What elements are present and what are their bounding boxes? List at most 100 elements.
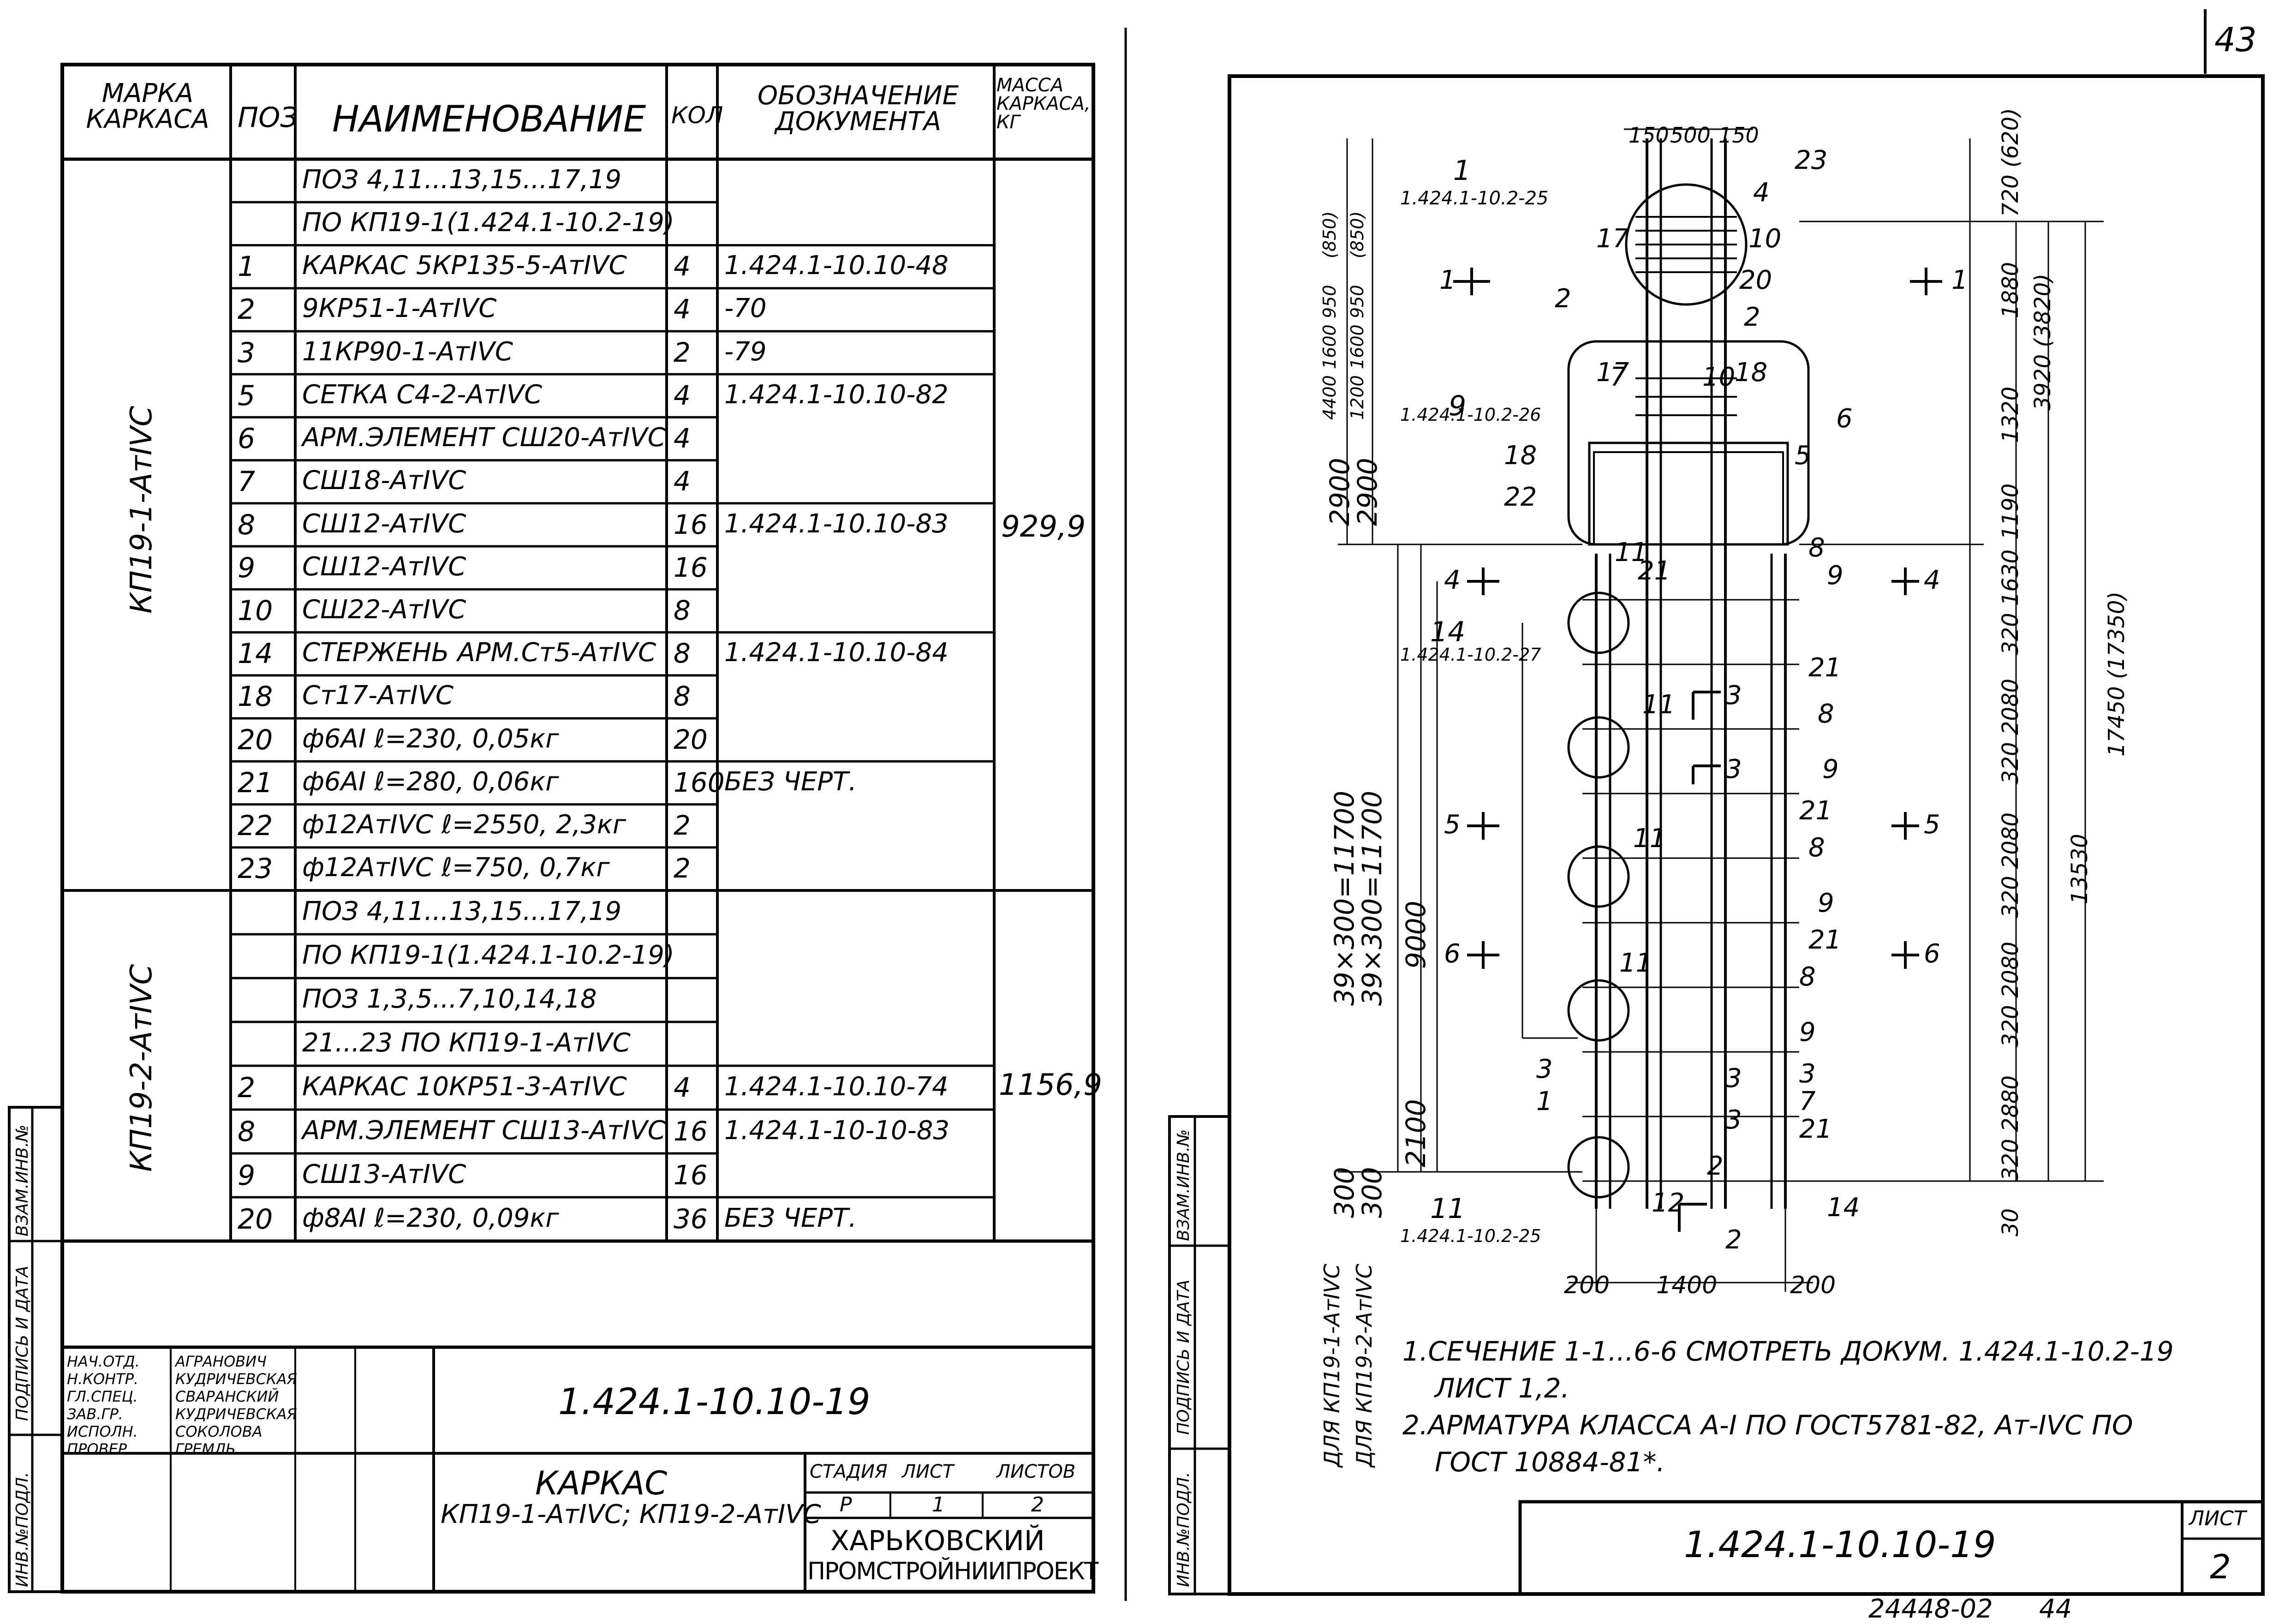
mark-label-2: ДЛЯ КП19-2-АтIVС [1352, 1264, 1377, 1467]
right-dim-label: 1190 [1998, 483, 2023, 540]
position-label: 12 [1652, 1188, 1685, 1218]
spec-row-pos: 10 [238, 594, 273, 627]
group-mass-2: 1156,9 [999, 1068, 1102, 1102]
group-mass-1: 929,9 [1001, 510, 1086, 544]
left-dim-label: 39×300=11700 [1329, 790, 1360, 1006]
left-top-dim-label: 1600 [1347, 324, 1367, 369]
header-name: НАИМЕНОВАНИЕ [332, 99, 646, 140]
position-label: 21 [1638, 556, 1671, 586]
position-label: 10 [1748, 224, 1782, 254]
position-label: 10 [1702, 362, 1736, 392]
left-title-2: КП19-1-АтIVС; КП19-2-АтIVС [441, 1499, 821, 1529]
reinforcement-drawing [1338, 128, 2104, 1292]
spec-row-name: ПО КП19-1(1.424.1-10.2-19) [302, 207, 674, 238]
top-dim-1: 150 [1629, 123, 1669, 148]
position-label: 4 [1753, 178, 1770, 208]
section-label: 4 [1444, 565, 1461, 595]
right-dim-label: 3920 (3820) [2030, 273, 2056, 411]
spec-row-doc: 1.424.1-10-10-83 [724, 1115, 950, 1146]
right-dim-label: 1880 [1998, 262, 2023, 318]
org-line-2: ПРОМСТРОЙНИИПРОЕКТ [807, 1558, 1098, 1585]
position-label: 5 [1795, 441, 1811, 471]
spec-row-pos: 20 [238, 723, 273, 756]
sheets-label: ЛИСТОВ [996, 1461, 1076, 1482]
bottom-dim-1: 200 [1564, 1272, 1610, 1299]
section-label: 6 [1924, 939, 1940, 969]
position-label: 8 [1818, 699, 1834, 729]
spec-row-name: ф6АI ℓ=280, 0,06кг [302, 766, 559, 797]
ref-1-num: 1 [1453, 155, 1471, 187]
spec-row-qty: 2 [674, 853, 691, 884]
section-label: 3 [1725, 681, 1742, 710]
section-label: 2 [1707, 1151, 1724, 1181]
position-label: 17 [1596, 224, 1629, 254]
left-dim-label: 2900 [1324, 458, 1355, 526]
right-dim-label: 17450 (17350) [2104, 591, 2130, 757]
sheet-value: 1 [932, 1493, 945, 1517]
right-doc-code: 1.424.1-10.10-19 [1684, 1524, 1996, 1566]
left-top-dim-label: 4400 [1319, 375, 1340, 420]
left-dim-label: 300 [1356, 1167, 1388, 1218]
right-sheet-value: 2 [2210, 1547, 2231, 1586]
role-name: КУДРИЧЕВСКАЯ [175, 1405, 297, 1423]
ref-9-doc: 1.424.1-10.2-26 [1400, 405, 1541, 425]
spec-row-qty: 36 [674, 1203, 708, 1235]
position-label: 23 [1795, 145, 1828, 175]
spec-row-doc: 1.424.1-10.10-82 [724, 379, 949, 410]
spec-row-qty: 4 [674, 466, 691, 497]
spec-row-pos: 22 [238, 810, 273, 842]
left-top-dim-label: 950 [1319, 285, 1340, 318]
note-1b: ЛИСТ 1,2. [1435, 1373, 1570, 1404]
role-name: АГРАНОВИЧ [175, 1353, 267, 1370]
spec-row-pos: 23 [238, 853, 273, 885]
left-dim-label: 2100 [1400, 1099, 1432, 1167]
spec-row-qty: 2 [674, 810, 691, 842]
role-title: ИСПОЛН. [67, 1423, 138, 1440]
spec-row-pos: 7 [238, 466, 256, 498]
role-name: ГРЕМЛЬ [175, 1440, 236, 1458]
spec-row-pos: 2 [238, 293, 256, 326]
position-label: 14 [1827, 1193, 1860, 1223]
spec-row-name: СШ18-АтIVС [302, 466, 466, 496]
spec-row-qty: 16 [674, 1115, 708, 1147]
top-dim-2: 500 [1670, 123, 1711, 148]
position-label: 18 [1735, 358, 1768, 388]
spec-row-name: ПОЗ 4,11...13,15...17,19 [302, 164, 622, 195]
spec-row-qty: 8 [674, 681, 691, 712]
header-mark: МАРКА КАРКАСА [86, 78, 209, 134]
right-dim-label: 1320 [1998, 386, 2023, 443]
left-dim-label: 9000 [1400, 901, 1432, 969]
archive-number: 24448-02 [1868, 1594, 1993, 1624]
ref-11-num: 11 [1430, 1193, 1466, 1225]
sheets-value: 2 [1031, 1493, 1044, 1517]
header-mass: МАССА КАРКАСА, КГ [996, 75, 1091, 133]
spec-row-qty: 8 [674, 638, 691, 669]
spec-row-name: ф12АтIVС ℓ=750, 0,7кг [302, 853, 610, 883]
right-side-stamp-sign: ПОДПИСЬ И ДАТА [1174, 1279, 1193, 1435]
left-top-dim-label: 1200 [1347, 375, 1367, 420]
right-dim-label: 320 2080 [1998, 812, 2023, 918]
position-label: 18 [1504, 441, 1537, 471]
right-dim-label: 720 (620) [1998, 108, 2023, 217]
position-label: 21 [1799, 796, 1832, 826]
spec-row-name: Ст17-АтIVС [302, 681, 454, 711]
role-name: СОКОЛОВА [175, 1423, 263, 1440]
ref-14-num: 14 [1430, 616, 1466, 648]
bottom-dim-3: 200 [1790, 1272, 1836, 1299]
top-dim-3: 150 [1718, 123, 1759, 148]
mark-label-1: ДЛЯ КП19-1-АтIVС [1319, 1264, 1344, 1467]
position-label: 17 [1596, 358, 1629, 388]
sheet-label: ЛИСТ [902, 1461, 954, 1482]
left-top-dim-label: (850) [1319, 211, 1340, 258]
role-name: СВАРАНСКИЙ [175, 1388, 279, 1405]
note-2: 2.АРМАТУРА КЛАССА А-I ПО ГОСТ5781-82, Ат… [1402, 1409, 2133, 1441]
left-top-dim-label: (850) [1347, 211, 1367, 258]
left-dim-label: 2900 [1352, 458, 1383, 526]
spec-row-qty: 4 [674, 379, 691, 411]
position-label: 6 [1836, 404, 1853, 434]
position-label: 8 [1808, 533, 1825, 563]
role-title: ПРОВЕР. [67, 1440, 132, 1458]
